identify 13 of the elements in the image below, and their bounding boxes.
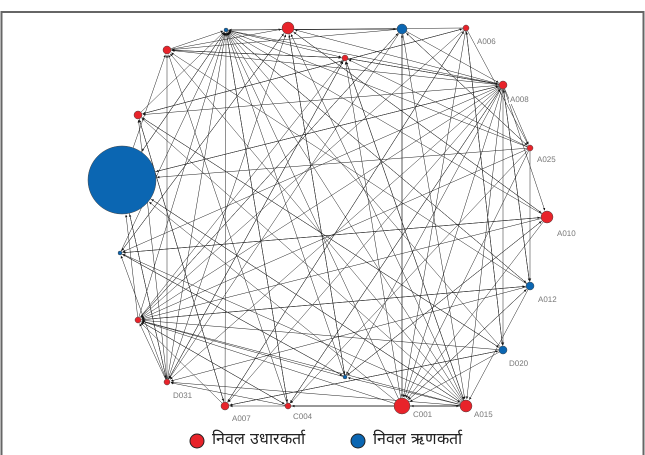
node-label: A025 (536, 156, 557, 164)
legend-label: निवल उधारकर्ता (212, 431, 306, 447)
node-label: D020 (508, 360, 530, 368)
node-label: A012 (537, 296, 558, 304)
node-label: C001 (412, 411, 434, 419)
node-label: A008 (509, 96, 530, 104)
node-label: A015 (473, 411, 494, 419)
node-label: A006 (476, 38, 497, 46)
node-label: A010 (556, 230, 577, 238)
node-label: C004 (292, 413, 314, 421)
legend-label: निवल ऋणकर्ता (373, 431, 462, 447)
node-label: A007 (231, 415, 252, 423)
node-label: D031 (172, 392, 194, 400)
